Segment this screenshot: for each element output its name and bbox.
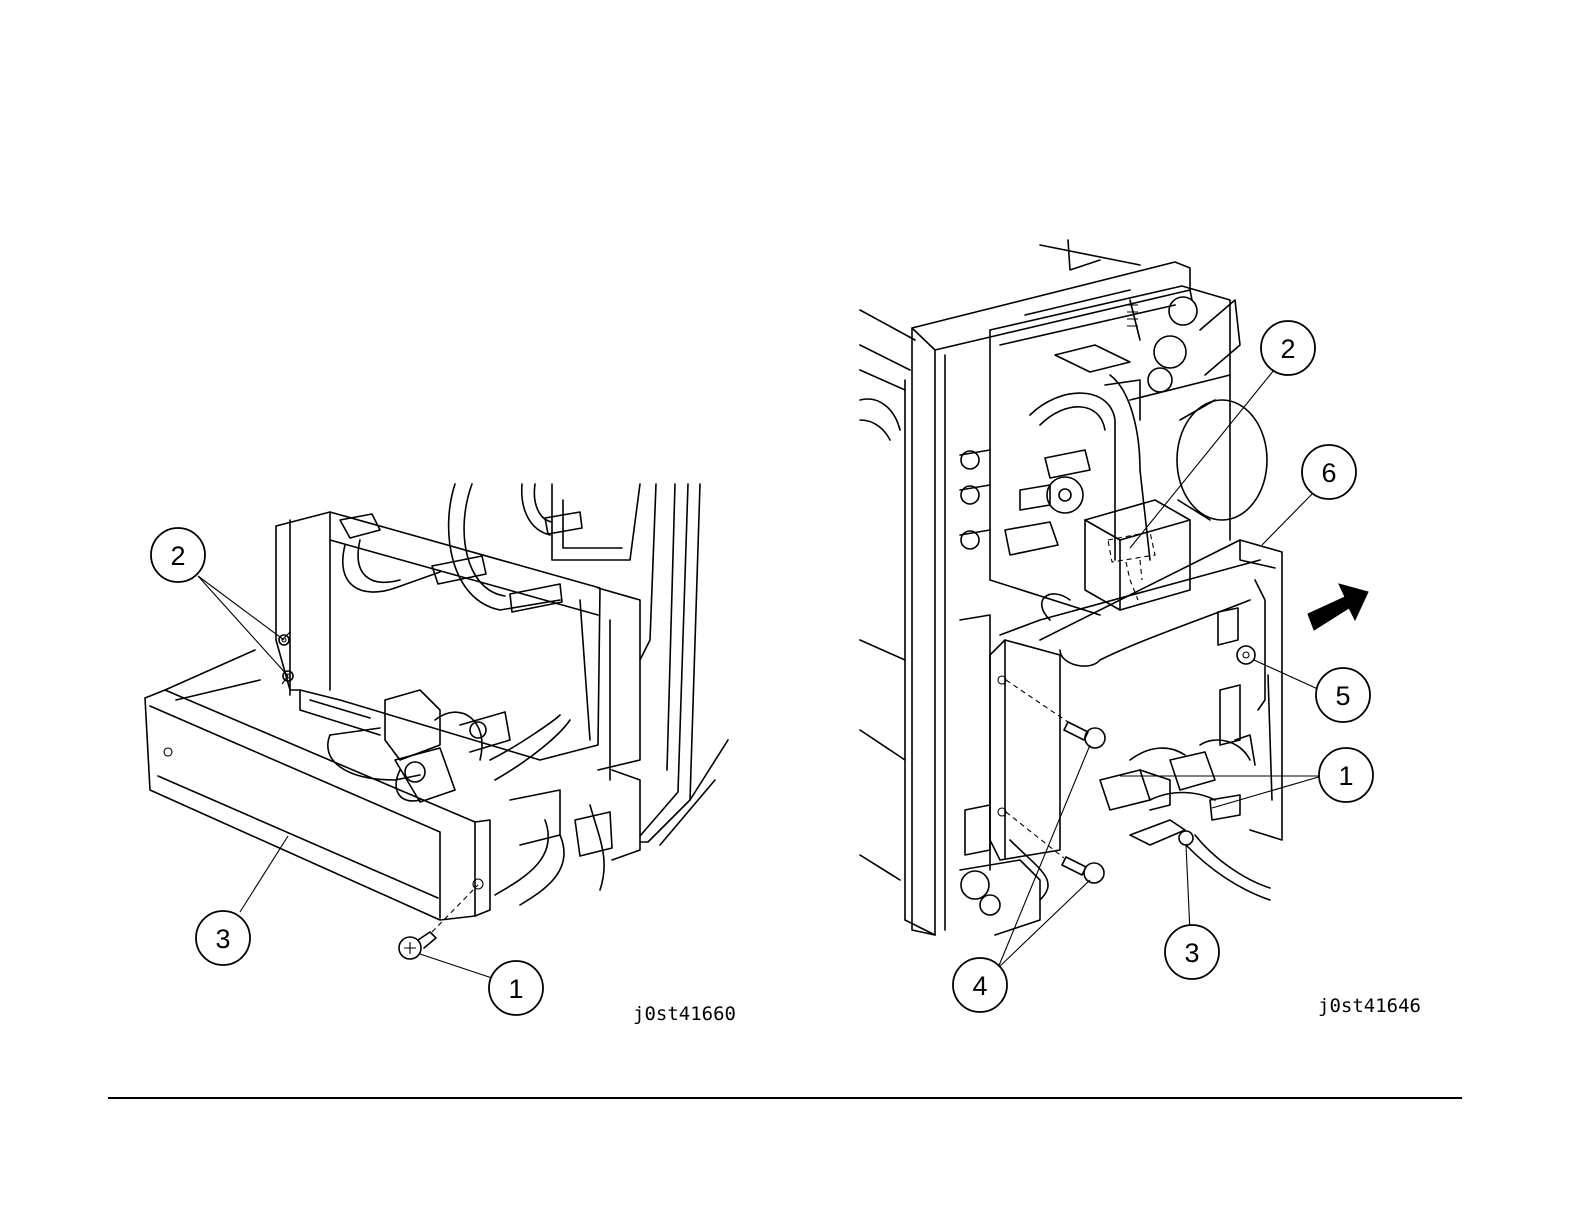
callout-3-right: 3 — [1165, 925, 1219, 979]
callout-2-left: 2 — [151, 528, 205, 582]
removal-direction-arrow — [1308, 584, 1368, 630]
left-figure-id: j0st41660 — [633, 1003, 736, 1025]
svg-text:3: 3 — [215, 924, 230, 954]
callout-1-right: 1 — [1319, 748, 1373, 802]
callout-5-right: 5 — [1316, 668, 1370, 722]
svg-text:1: 1 — [1338, 761, 1353, 791]
callout-6-right: 6 — [1302, 445, 1356, 499]
right-callouts: 1 2 3 4 5 6 — [953, 321, 1373, 1012]
right-figure-id: j0st41646 — [1318, 995, 1421, 1017]
machine-body — [860, 240, 1140, 880]
svg-text:1: 1 — [508, 974, 523, 1004]
svg-text:3: 3 — [1184, 938, 1199, 968]
svg-text:4: 4 — [972, 971, 987, 1001]
svg-text:5: 5 — [1335, 681, 1350, 711]
callout-2-right: 2 — [1261, 321, 1315, 375]
screw-1-left — [399, 885, 478, 959]
bracket-assembly — [276, 484, 640, 905]
svg-text:2: 2 — [1280, 334, 1295, 364]
svg-text:6: 6 — [1321, 458, 1336, 488]
cover-plate — [145, 650, 490, 920]
callout-4-right: 4 — [953, 958, 1007, 1012]
callout-3-left: 3 — [196, 911, 250, 965]
callout-1-left: 1 — [489, 961, 543, 1015]
left-figure — [145, 484, 728, 978]
svg-text:2: 2 — [170, 541, 185, 571]
